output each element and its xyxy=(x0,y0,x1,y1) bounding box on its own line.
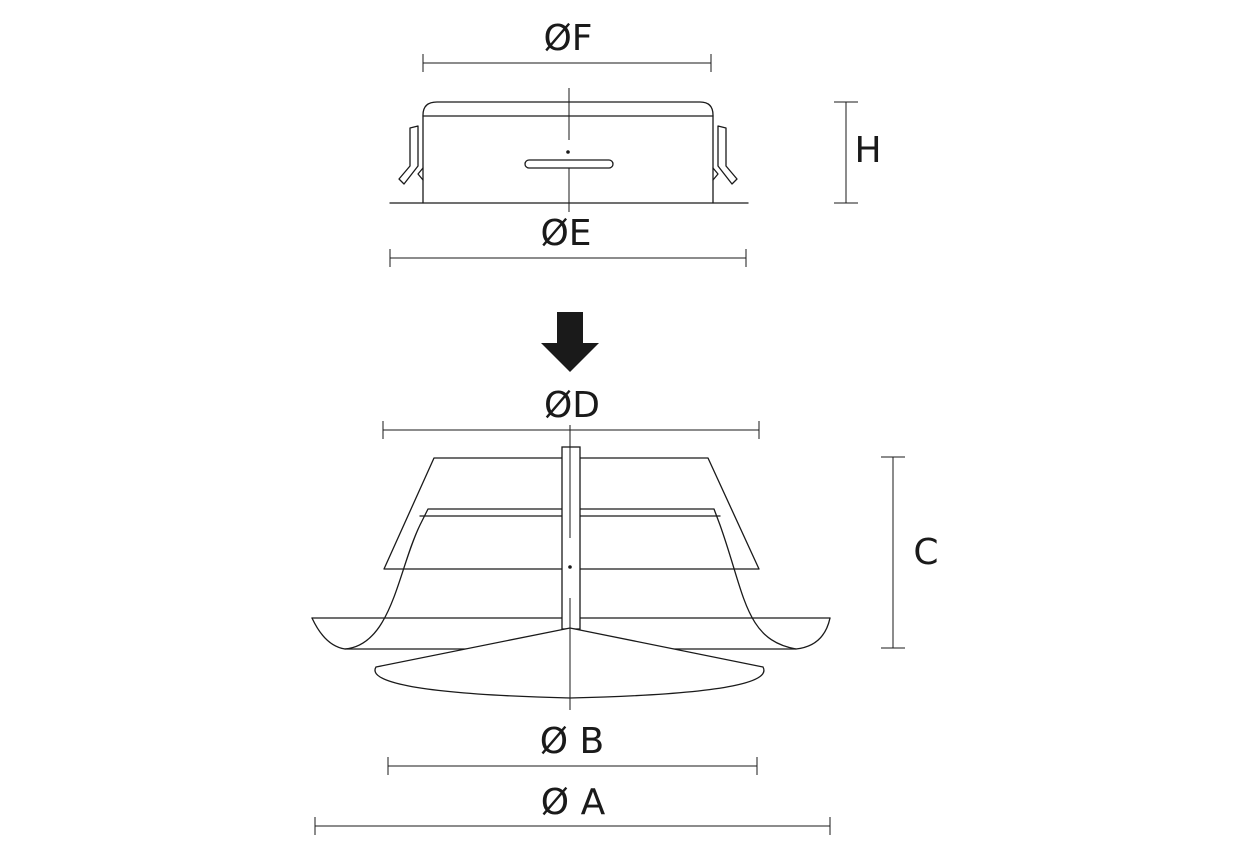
left-clip-notch xyxy=(417,167,424,181)
dimension-c: C xyxy=(881,456,939,649)
housing-drawing xyxy=(389,88,749,212)
housing-center-dot xyxy=(566,150,570,154)
rod-center-dot xyxy=(568,565,572,569)
left-spring-clip xyxy=(398,125,419,185)
dimension-d: ØD xyxy=(382,385,760,439)
down-arrow-icon xyxy=(541,312,599,372)
dimension-a: Ø A xyxy=(314,782,831,835)
diffuser-outer-cone xyxy=(383,457,760,570)
dimension-label-e: ØE xyxy=(540,213,591,254)
dimension-label-f: ØF xyxy=(543,18,592,59)
right-clip-notch xyxy=(712,167,719,181)
housing-slot xyxy=(524,159,614,169)
center-rod xyxy=(561,446,581,630)
right-spring-clip xyxy=(717,125,738,185)
dimension-b: Ø B xyxy=(387,721,758,775)
diffuser-drawing xyxy=(311,425,831,710)
dimension-label-a: Ø A xyxy=(541,782,606,823)
dimension-label-b: Ø B xyxy=(540,721,604,762)
dimension-label-c: C xyxy=(913,532,938,573)
dimension-label-h: H xyxy=(854,130,881,171)
dimension-f: ØF xyxy=(422,18,712,72)
dimension-h: H xyxy=(834,101,882,204)
dimension-e: ØE xyxy=(389,213,747,267)
deflector-disc xyxy=(374,627,765,699)
dimension-label-d: ØD xyxy=(544,385,600,426)
